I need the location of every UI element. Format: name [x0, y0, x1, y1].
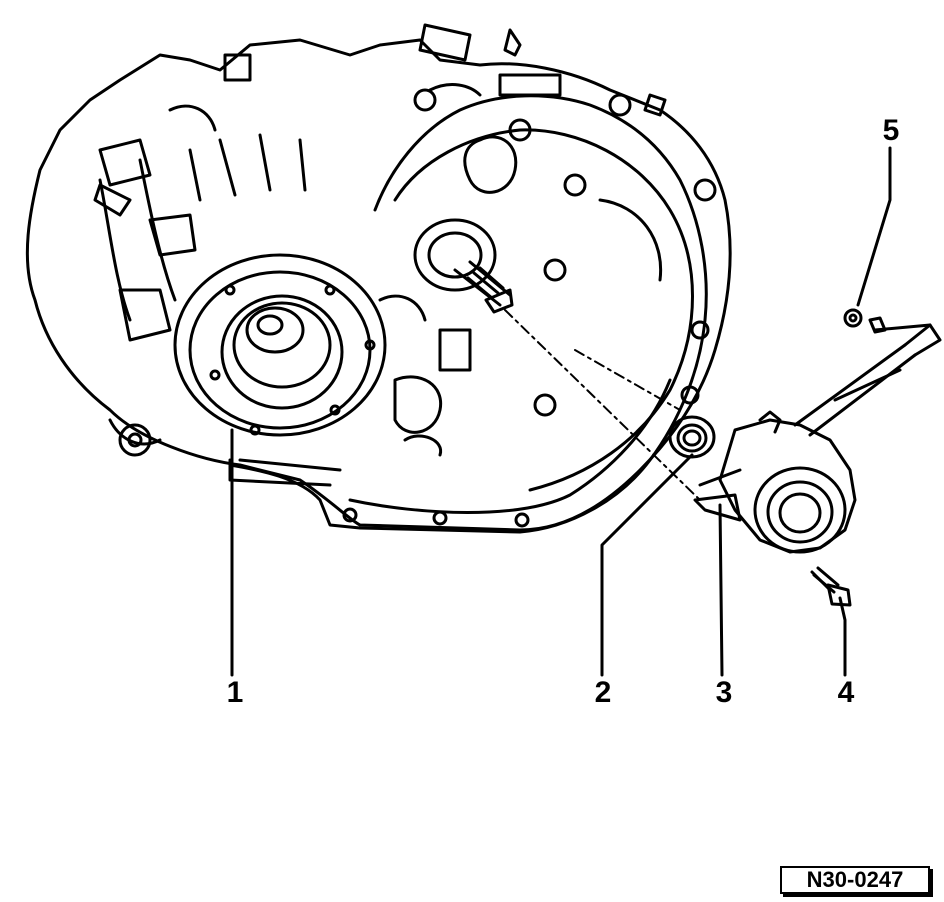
- bolt: [810, 566, 852, 607]
- input-shaft: [413, 218, 514, 314]
- drive-flange: [173, 253, 387, 437]
- leader-line-4: [838, 596, 847, 677]
- leader-line-3: [718, 503, 724, 677]
- release-bearing: [693, 316, 942, 554]
- bleeder-cap: [843, 308, 863, 328]
- leader-lines: [230, 146, 892, 677]
- callout-3: 3: [715, 676, 733, 709]
- callout-5: 5: [882, 114, 900, 147]
- callout-2: 2: [594, 676, 612, 709]
- callout-1: 1: [226, 676, 244, 709]
- assembly-axis: [504, 309, 701, 501]
- transmission-housing: [25, 23, 732, 534]
- figure-id-label: N30-0247: [780, 866, 930, 894]
- callout-4: 4: [837, 676, 855, 709]
- leader-line-2: [600, 453, 694, 677]
- leader-line-5: [856, 146, 892, 307]
- seal: [668, 415, 716, 459]
